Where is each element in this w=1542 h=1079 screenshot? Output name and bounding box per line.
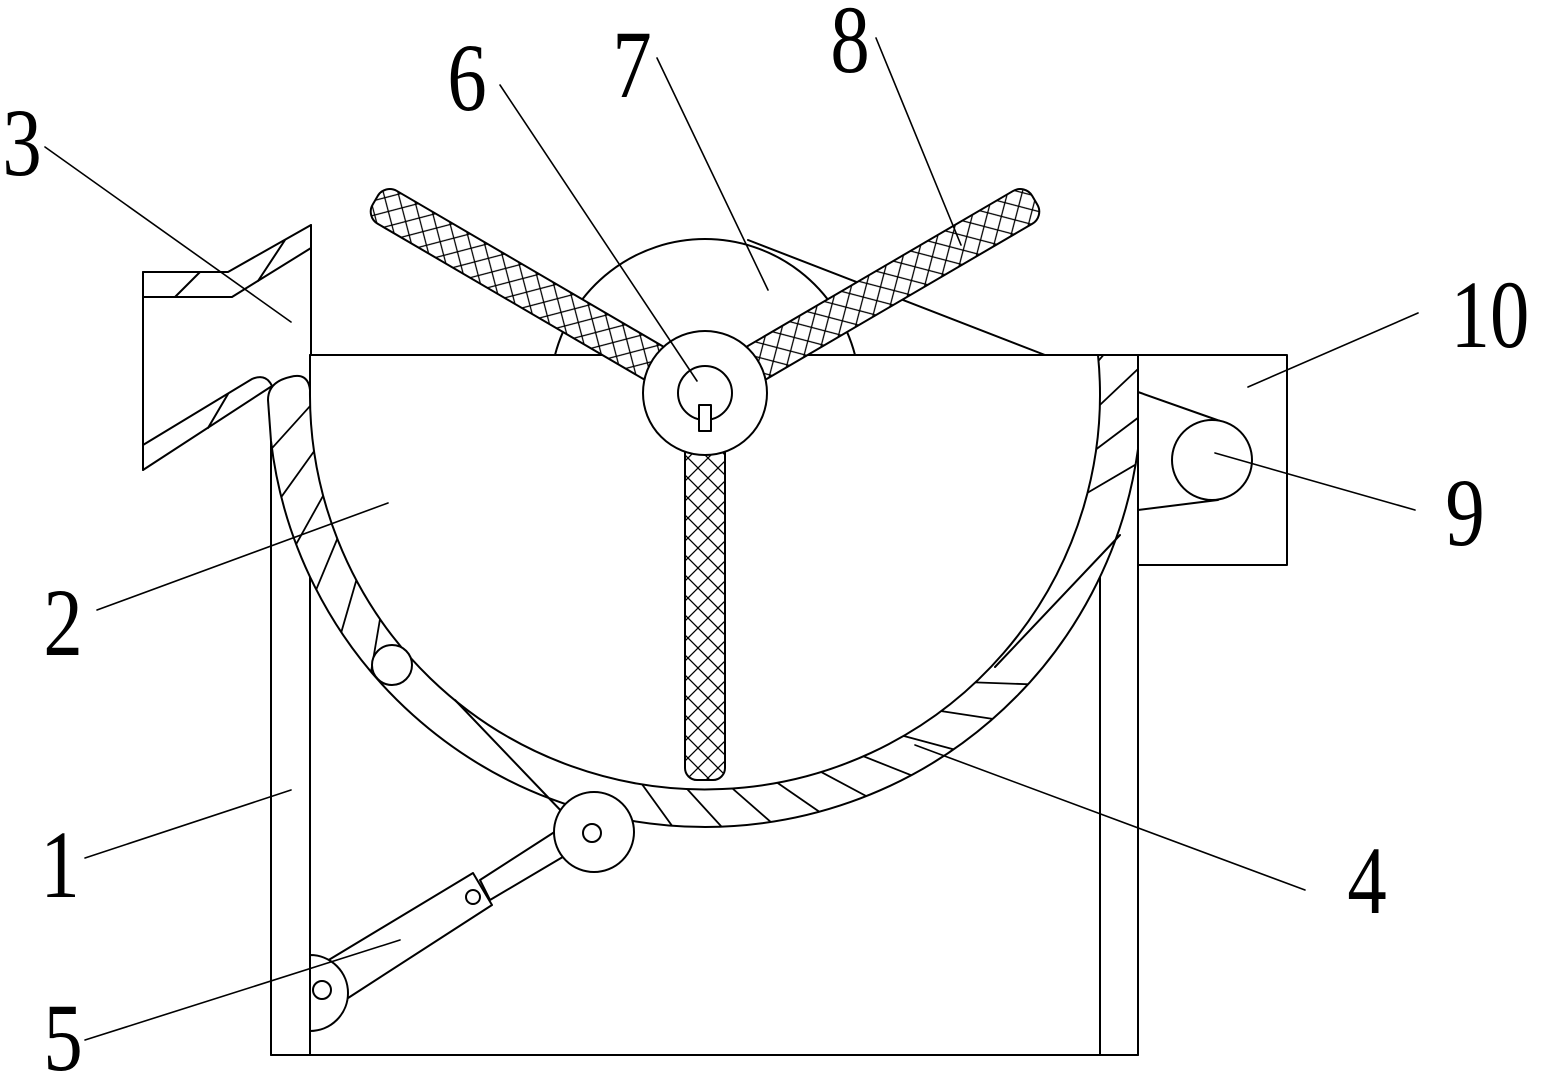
label-2: 2	[43, 570, 82, 676]
hatch-line	[293, 491, 327, 549]
bowl-hinge	[553, 791, 635, 873]
hatch-line	[812, 767, 871, 799]
shell-liner-left	[454, 699, 566, 816]
motor-belt-upper	[1137, 391, 1221, 422]
leader-line-4	[914, 744, 1306, 891]
hatch-line	[313, 533, 341, 594]
hatch-line	[339, 574, 359, 637]
label-10: 10	[1451, 262, 1530, 368]
hopper-hatch-line	[257, 239, 286, 282]
hatch-line	[1092, 412, 1138, 453]
leader-line-9	[1214, 452, 1416, 511]
hatch-line	[855, 752, 916, 778]
leader-line-1	[84, 789, 292, 859]
leader-line-10	[1247, 312, 1419, 388]
hydraulic-cylinder	[309, 821, 584, 1032]
shell-hatching	[268, 355, 1138, 827]
hatch-line	[268, 403, 313, 452]
leader-lines	[44, 37, 1419, 1041]
motor-unit	[1137, 354, 1288, 566]
label-1: 1	[40, 812, 79, 918]
leader-line-7	[656, 57, 769, 291]
leader-line-8	[875, 37, 962, 246]
label-8: 8	[830, 0, 869, 93]
shaft-key	[698, 404, 712, 432]
label-9: 9	[1445, 460, 1484, 566]
hatch-line	[895, 732, 958, 752]
hopper-hatch-line	[207, 393, 229, 429]
label-7: 7	[612, 12, 651, 118]
rotor-hub	[642, 330, 768, 456]
motor-pulley	[1171, 419, 1253, 501]
hopper-hatch-line	[174, 271, 201, 298]
hatch-line	[636, 776, 676, 827]
cylinder-body-pin	[465, 889, 481, 905]
support-roller	[371, 644, 413, 686]
hatch-line	[1096, 362, 1138, 408]
motor-belt-lower	[1137, 499, 1219, 511]
hopper-lower-wall	[142, 376, 273, 471]
hatch-line	[680, 781, 725, 827]
label-4: 4	[1347, 828, 1386, 934]
hatch-line	[278, 447, 318, 501]
leader-line-2	[96, 502, 389, 611]
label-5: 5	[43, 985, 82, 1079]
shell-liner-right	[994, 534, 1121, 668]
hatch-line	[933, 709, 997, 721]
label-3: 3	[2, 90, 41, 196]
cylinder-pivot-pin	[312, 980, 332, 1000]
hatch-line	[1083, 461, 1138, 496]
leader-line-6	[499, 84, 698, 382]
hinge-pin	[582, 823, 602, 843]
label-6: 6	[447, 25, 486, 131]
hatch-line	[725, 781, 775, 826]
leader-line-3	[44, 146, 292, 323]
hatch-line	[967, 681, 1033, 686]
hopper-upper-wall	[142, 224, 312, 298]
leader-line-5	[84, 939, 401, 1041]
hatch-line	[769, 776, 824, 815]
feed-hopper	[142, 224, 312, 471]
